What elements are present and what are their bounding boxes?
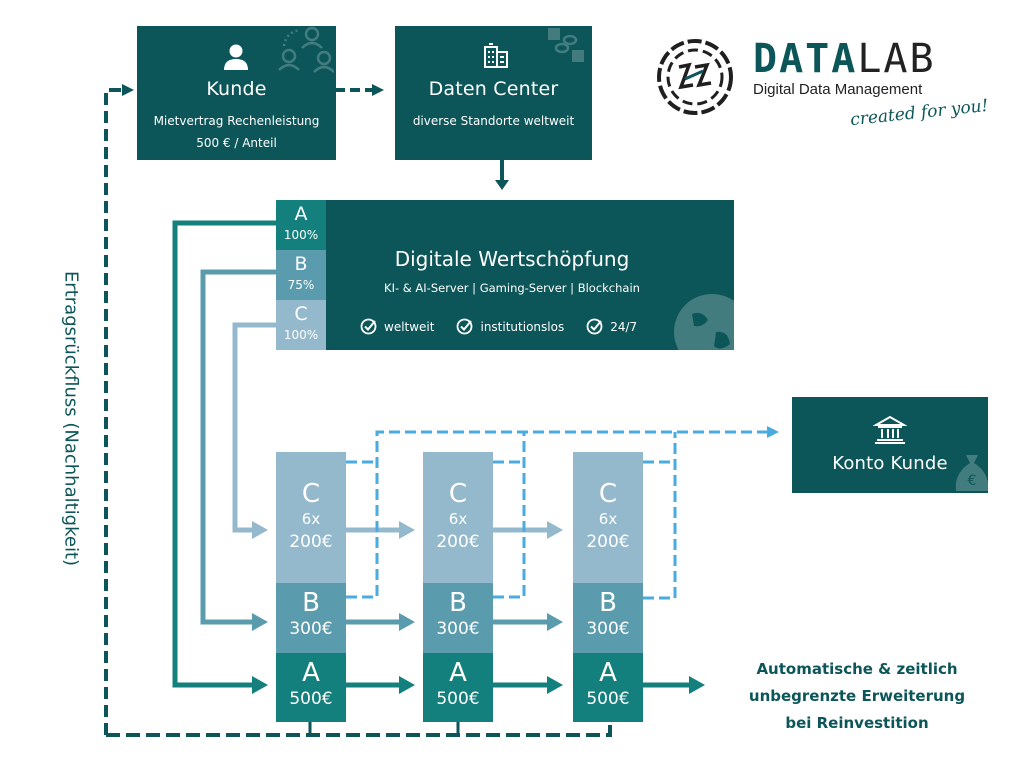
- value-creation-subtitle: KI- & AI-Server | Gaming-Server | Blockc…: [384, 281, 640, 295]
- tier-a-amount: 500€: [436, 689, 480, 709]
- kunde-title: Kunde: [206, 78, 267, 100]
- svg-text:€: €: [968, 473, 977, 489]
- tier-share-b: B 75%: [276, 250, 326, 300]
- feature-label: institutionslos: [480, 319, 565, 334]
- tier-c-amount: 200€: [436, 532, 480, 552]
- user-icon: [224, 44, 248, 70]
- tier-c-letter: C: [301, 479, 321, 509]
- feature-label: 24/7: [610, 319, 638, 334]
- datalab-emblem-icon: [657, 39, 733, 115]
- tier-c-letter: C: [598, 479, 618, 509]
- tier-share-a: A 100%: [276, 200, 326, 250]
- money-bag-icon: €: [955, 455, 988, 491]
- payout-dashed-lines: [346, 430, 768, 600]
- tier-b-letter: B: [302, 588, 320, 618]
- globe-icon: [674, 294, 734, 350]
- tier-b-amount: 300€: [586, 619, 630, 639]
- kunde-to-datacenter-arrow: [335, 84, 384, 96]
- tier-c-amount: 200€: [586, 532, 630, 552]
- tier-share-b-percent: 75%: [287, 278, 315, 292]
- feature-item: weltweit: [360, 318, 434, 335]
- value-creation-box: Digitale Wertschöpfung KI- & AI-Server |…: [326, 200, 734, 350]
- expansion-note-line: unbegrenzte Erweiterung: [748, 687, 966, 705]
- tier-a-amount: 500€: [289, 689, 333, 709]
- check-circle-icon: [360, 318, 377, 335]
- feature-item: 24/7: [586, 318, 637, 335]
- logo-tagline: Digital Data Management: [753, 81, 923, 98]
- building-icon: [484, 43, 508, 68]
- tier-b-letter: B: [599, 588, 617, 618]
- logo-wordmark-data: DATA: [753, 36, 858, 82]
- tier-b-flow: [200, 269, 563, 631]
- tier-share-a-letter: A: [294, 203, 308, 225]
- feature-item: institutionslos: [456, 318, 564, 335]
- kunde-price: 500 € / Anteil: [196, 136, 277, 150]
- return-flow-dashed-line: [104, 84, 612, 737]
- tier-a-letter: A: [449, 658, 467, 688]
- expansion-note-line: Automatische & zeitlich: [756, 660, 958, 678]
- logo-slogan: created for you!: [849, 95, 990, 131]
- tier-b-letter: B: [449, 588, 467, 618]
- expansion-note-line: bei Reinvestition: [785, 714, 929, 732]
- check-circle-icon: [586, 318, 603, 335]
- tier-share-c-percent: 100%: [283, 328, 319, 342]
- datacenter-locations: diverse Standorte weltweit: [412, 114, 575, 128]
- tier-share-c-letter: C: [294, 303, 308, 325]
- tier-share-a-percent: 100%: [283, 228, 319, 242]
- kunde-contract: Mietvertrag Rechenleistung: [153, 114, 320, 128]
- tier-share-c: C 100%: [276, 300, 326, 350]
- tier-c-count: 6x: [448, 510, 468, 528]
- logo-wordmark: DATALAB: [753, 35, 936, 83]
- konto-kunde-box: € Konto Kunde: [792, 397, 988, 493]
- return-flow-label: Ertragsrückfluss (Nachhaltigkeit): [60, 270, 82, 567]
- tier-b-amount: 300€: [289, 619, 333, 639]
- expansion-note: Automatische & zeitlich unbegrenzte Erwe…: [730, 656, 984, 737]
- tier-a-letter: A: [599, 658, 617, 688]
- tier-c-count: 6x: [301, 510, 321, 528]
- tier-a-flow: [172, 220, 705, 694]
- tier-c-amount: 200€: [289, 532, 333, 552]
- feature-list: weltweit institutionslos 24/7: [360, 318, 637, 335]
- datacenter-box: Daten Center diverse Standorte weltweit: [395, 26, 592, 160]
- tier-share-b-letter: B: [294, 253, 308, 275]
- tier-b-amount: 300€: [436, 619, 480, 639]
- tier-c-flow: [232, 322, 563, 539]
- check-circle-icon: [457, 318, 473, 335]
- payout-arrowhead: [767, 426, 779, 438]
- network-users-icon: [278, 26, 334, 73]
- tier-c-letter: C: [448, 479, 468, 509]
- tier-a-amount: 500€: [586, 689, 630, 709]
- tier-c-count: 6x: [598, 510, 618, 528]
- tier-a-letter: A: [302, 658, 320, 688]
- logo-wordmark-lab: LAB: [857, 36, 936, 82]
- bank-icon: [873, 415, 907, 444]
- feature-label: weltweit: [384, 319, 435, 334]
- datacenter-to-value-arrow: [495, 160, 509, 190]
- konto-kunde-title: Konto Kunde: [832, 453, 948, 474]
- value-creation-title: Digitale Wertschöpfung: [394, 247, 630, 271]
- kunde-box: Kunde Mietvertrag Rechenleistung 500 € /…: [137, 26, 336, 160]
- blockchain-cubes-icon: [548, 28, 584, 62]
- datacenter-title: Daten Center: [428, 78, 559, 100]
- datalab-logo: DATALAB Digital Data Management created …: [655, 35, 995, 145]
